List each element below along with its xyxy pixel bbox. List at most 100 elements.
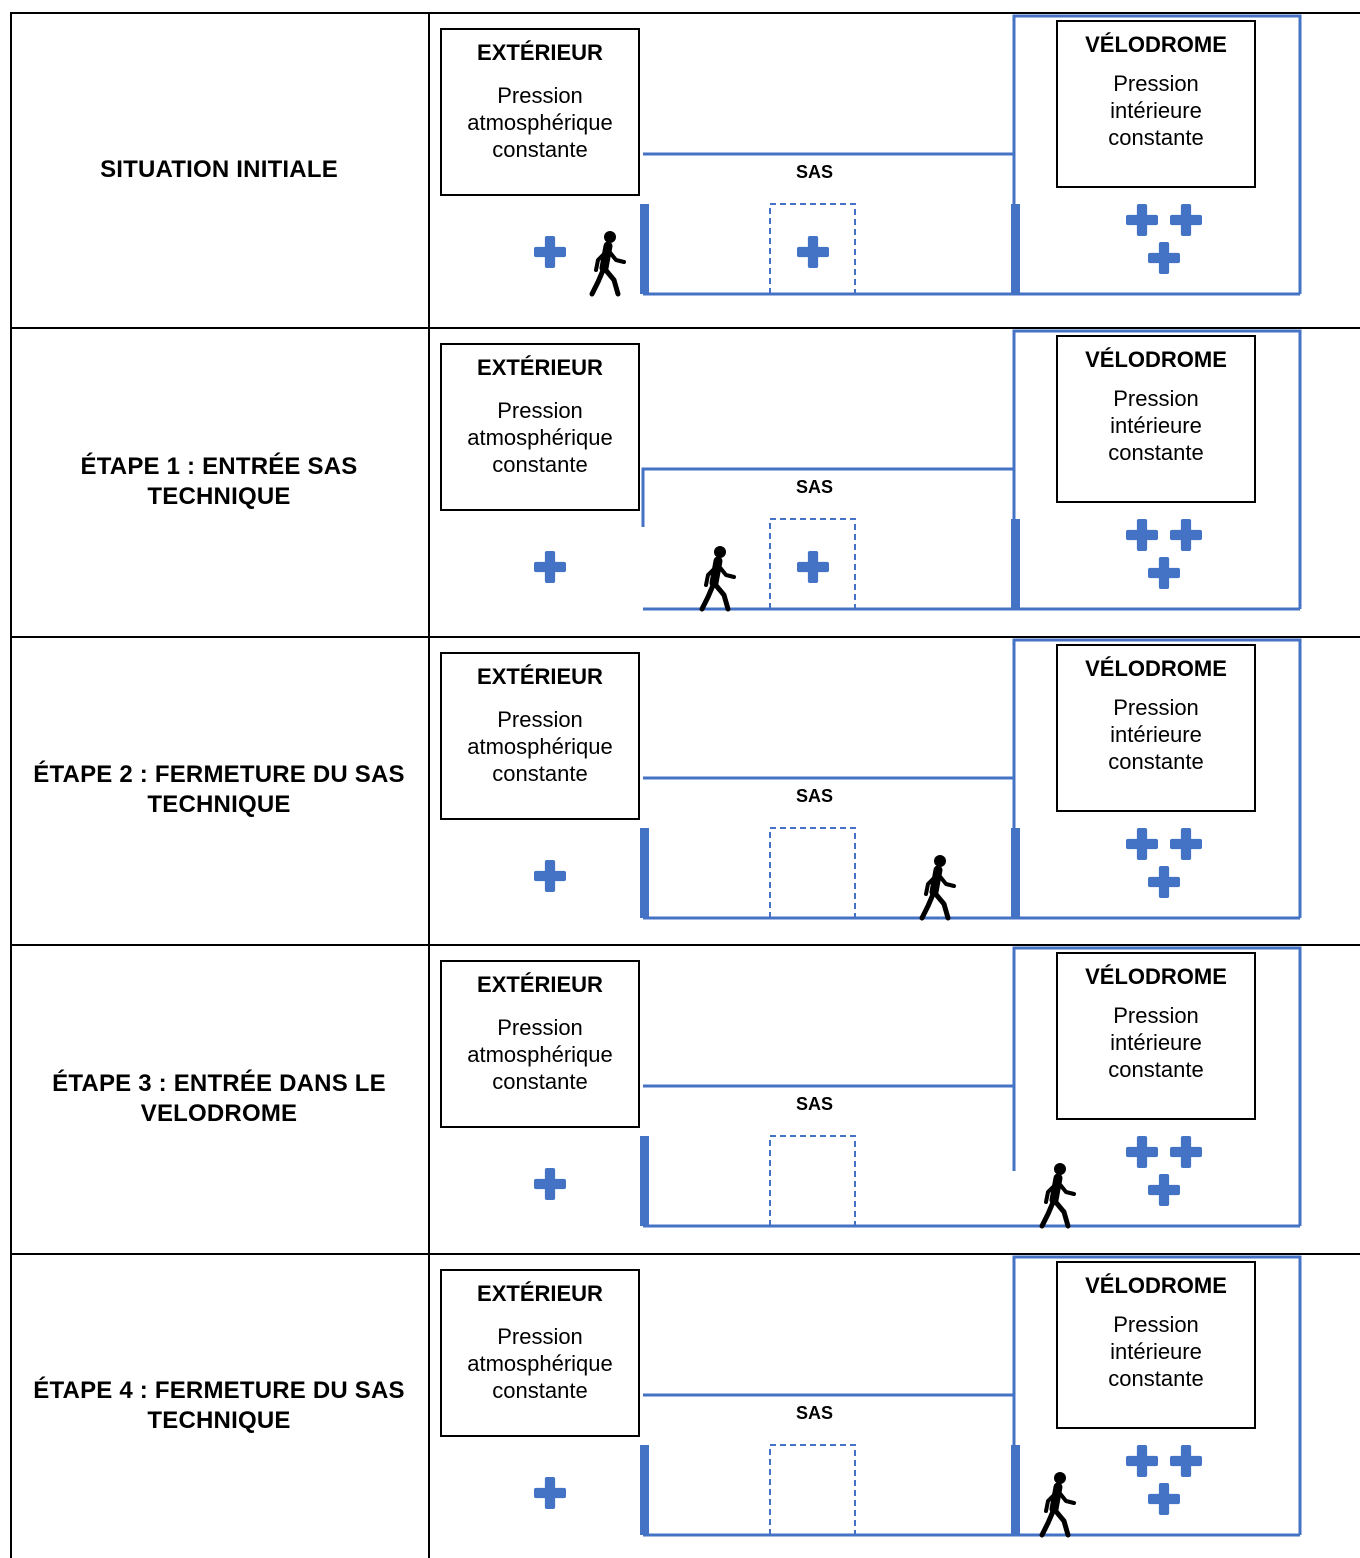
plus-icon (534, 1168, 566, 1200)
velodrome-title: VÉLODROME (1085, 347, 1227, 372)
velodrome-line: constante (1108, 1057, 1204, 1082)
sas-pressure-zone (769, 518, 856, 610)
velodrome-title: VÉLODROME (1085, 964, 1227, 989)
plus-icon (1126, 204, 1158, 236)
velodrome-line: Pression (1113, 695, 1199, 720)
sas-label: SAS (796, 786, 834, 806)
plus-icon (1148, 1483, 1180, 1515)
exterior-line: Pression (497, 707, 583, 732)
sas-pressure-zone (769, 1444, 856, 1536)
step-row: SITUATION INITIALE EXTÉRIEUR Pression at… (10, 12, 1360, 327)
step-label-cell: ÉTAPE 3 : ENTRÉE DANS LE VELODROME (10, 944, 428, 1253)
airlock-diagram: EXTÉRIEUR Pression atmosphérique constan… (430, 12, 1360, 327)
door-exterior-closed (640, 1445, 649, 1535)
velodrome-wall (1012, 14, 1302, 294)
exterior-line: Pression (497, 398, 583, 423)
exterior-box: EXTÉRIEUR Pression atmosphérique constan… (440, 960, 640, 1128)
plus-icon (797, 236, 829, 268)
velodrome-box: VÉLODROME Pression intérieure constante (1056, 1261, 1256, 1429)
step-label: ÉTAPE 3 : ENTRÉE DANS LE VELODROME (52, 1069, 386, 1127)
exterior-box: EXTÉRIEUR Pression atmosphérique constan… (440, 652, 640, 820)
exterior-line: Pression (497, 1015, 583, 1040)
sas-pressure-zone (769, 1135, 856, 1227)
plus-icon (1126, 1445, 1158, 1477)
exterior-description: Pression atmosphérique constante (442, 1014, 638, 1095)
velodrome-title: VÉLODROME (1085, 656, 1227, 681)
plus-icon (534, 551, 566, 583)
velodrome-line: intérieure (1110, 1030, 1202, 1055)
velodrome-line: constante (1108, 749, 1204, 774)
walking-person-icon (589, 231, 626, 297)
velodrome-description: Pression intérieure constante (1058, 694, 1254, 775)
exterior-box: EXTÉRIEUR Pression atmosphérique constan… (440, 1269, 640, 1437)
column-divider (428, 12, 430, 1558)
exterior-line: Pression (497, 1324, 583, 1349)
velodrome-line: intérieure (1110, 413, 1202, 438)
velodrome-wall (1012, 329, 1302, 609)
exterior-line: constante (492, 761, 588, 786)
door-velodrome-closed (1011, 828, 1020, 918)
velodrome-box: VÉLODROME Pression intérieure constante (1056, 644, 1256, 812)
velodrome-description: Pression intérieure constante (1058, 1311, 1254, 1392)
exterior-title: EXTÉRIEUR (477, 40, 603, 65)
exterior-line: constante (492, 137, 588, 162)
velodrome-title: VÉLODROME (1085, 32, 1227, 57)
step-row: ÉTAPE 2 : FERMETURE DU SAS TECHNIQUE EXT… (10, 636, 1360, 944)
plus-icon (1148, 866, 1180, 898)
velodrome-wall (1012, 1255, 1302, 1535)
diagram-drawing (534, 946, 1302, 1229)
step-row: ÉTAPE 4 : FERMETURE DU SAS TECHNIQUE EXT… (10, 1253, 1360, 1558)
step-label-cell: ÉTAPE 1 : ENTRÉE SAS TECHNIQUE (10, 327, 428, 636)
velodrome-line: Pression (1113, 1003, 1199, 1028)
velodrome-line: Pression (1113, 71, 1199, 96)
exterior-title: EXTÉRIEUR (477, 355, 603, 380)
step-label: ÉTAPE 4 : FERMETURE DU SAS TECHNIQUE (33, 1376, 405, 1434)
exterior-line: atmosphérique (467, 110, 613, 135)
sas-label: SAS (796, 1403, 834, 1423)
plus-icon (1148, 557, 1180, 589)
velodrome-line: intérieure (1110, 722, 1202, 747)
plus-icon (1170, 1445, 1202, 1477)
step-label: SITUATION INITIALE (100, 155, 338, 183)
velodrome-line: constante (1108, 440, 1204, 465)
plus-icon (1170, 204, 1202, 236)
velodrome-line: intérieure (1110, 1339, 1202, 1364)
airlock-diagram: EXTÉRIEUR Pression atmosphérique constan… (430, 944, 1360, 1253)
sas-label: SAS (796, 1094, 834, 1114)
plus-icon (1126, 519, 1158, 551)
step-label-cell: ÉTAPE 2 : FERMETURE DU SAS TECHNIQUE (10, 636, 428, 944)
plus-icon (1126, 828, 1158, 860)
velodrome-line: constante (1108, 125, 1204, 150)
plus-icon (1148, 1174, 1180, 1206)
step-row: ÉTAPE 1 : ENTRÉE SAS TECHNIQUE EXTÉRIEUR… (10, 327, 1360, 636)
plus-icon (1170, 519, 1202, 551)
sas-label: SAS (796, 477, 834, 497)
table-border-left (10, 12, 12, 1558)
sas-pressure-zone (769, 827, 856, 919)
diagram-drawing (534, 1255, 1302, 1538)
exterior-line: atmosphérique (467, 1042, 613, 1067)
steps-table: SITUATION INITIALE EXTÉRIEUR Pression at… (10, 12, 1360, 1558)
exterior-description: Pression atmosphérique constante (442, 706, 638, 787)
plus-icon (797, 551, 829, 583)
airlock-diagram: EXTÉRIEUR Pression atmosphérique constan… (430, 327, 1360, 636)
step-label: ÉTAPE 2 : FERMETURE DU SAS TECHNIQUE (33, 761, 405, 818)
diagram-drawing (534, 329, 1302, 612)
velodrome-description: Pression intérieure constante (1058, 70, 1254, 151)
exterior-line: atmosphérique (467, 734, 613, 759)
exterior-description: Pression atmosphérique constante (442, 82, 638, 163)
diagram-drawing (534, 14, 1302, 297)
velodrome-line: Pression (1113, 1312, 1199, 1337)
velodrome-box: VÉLODROME Pression intérieure constante (1056, 952, 1256, 1120)
walking-person-icon (1039, 1163, 1076, 1229)
row-divider (10, 636, 1360, 638)
exterior-title: EXTÉRIEUR (477, 972, 603, 997)
step-label-cell: ÉTAPE 4 : FERMETURE DU SAS TECHNIQUE (10, 1253, 428, 1558)
door-velodrome-closed (1011, 1445, 1020, 1535)
plus-icon (534, 236, 566, 268)
velodrome-box: VÉLODROME Pression intérieure constante (1056, 335, 1256, 503)
exterior-title: EXTÉRIEUR (477, 664, 603, 689)
sas-pressure-zone (769, 203, 856, 295)
walking-person-icon (919, 855, 956, 921)
exterior-line: constante (492, 1069, 588, 1094)
